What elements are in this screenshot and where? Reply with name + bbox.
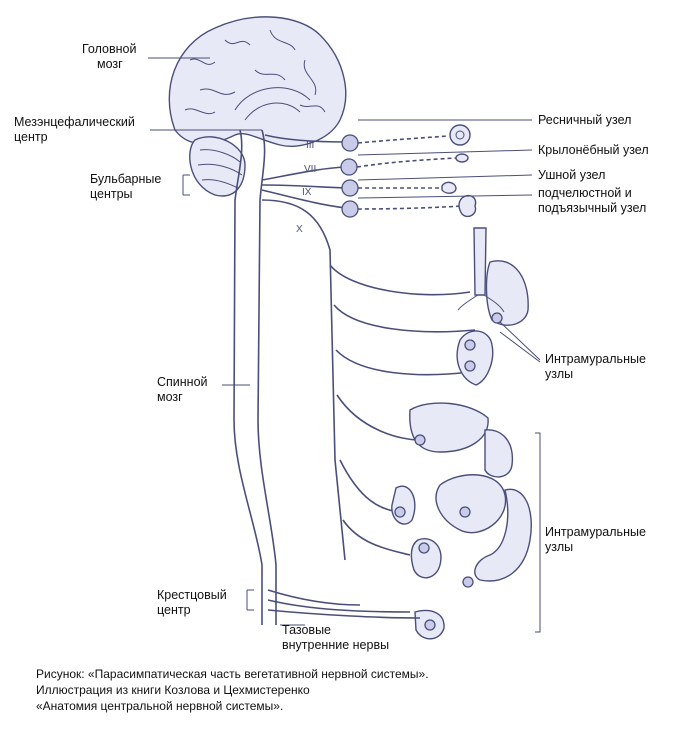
- eye-icon: [449, 124, 471, 146]
- lungs: [457, 227, 529, 326]
- nerve-label-VII: VII: [304, 164, 316, 175]
- label-intramural-2: Интрамуральные узлы: [545, 525, 646, 554]
- parotid-gland-icon: [441, 181, 457, 194]
- nerve-III: III: [264, 134, 349, 151]
- label-ciliary: Ресничный узел: [538, 113, 632, 127]
- ciliary-ganglion: [341, 134, 359, 152]
- cranial-ganglia: [340, 134, 359, 218]
- postganglionic-fibres: [356, 135, 463, 210]
- cerebellum: [189, 136, 246, 197]
- head-targets: [441, 124, 477, 218]
- brain: [168, 16, 347, 147]
- bladder: [410, 538, 445, 640]
- label-pterygopalatine: Крылонёбный узел: [538, 143, 649, 157]
- label-pelvic-nerves: Тазовые внутренние нервы: [282, 623, 390, 652]
- liver-stomach: [409, 402, 514, 478]
- nerves-VII-IX: VII IX: [261, 164, 347, 209]
- nerve-label-III: III: [306, 140, 314, 151]
- intestines: [435, 474, 532, 588]
- spinal-cord: [233, 129, 277, 625]
- pterygopalatine-ganglion: [340, 158, 358, 176]
- label-spinal-cord: Спинной мозг: [157, 375, 208, 404]
- label-mesencephalic: Мезэнцефалический центр: [14, 115, 135, 144]
- pelvic-nerves: [267, 589, 421, 619]
- nerve-label-X: X: [296, 224, 303, 235]
- leader-lines: [148, 57, 541, 633]
- label-sacral: Крестцовый центр: [157, 588, 227, 617]
- submandibular-ganglion: [341, 200, 359, 218]
- label-intramural-1: Интрамуральные узлы: [545, 352, 646, 381]
- lacrimal-gland-icon: [455, 153, 469, 163]
- salivary-gland-icon: [458, 194, 477, 218]
- heart: [456, 330, 494, 386]
- label-submandibular: подчелюстной и подъязычный узел: [538, 186, 647, 215]
- parasympathetic-diagram: .ln { stroke:#4a4f7a; fill:none; stroke-…: [148, 16, 541, 640]
- kidney: [391, 485, 416, 525]
- otic-ganglion: [341, 179, 359, 197]
- figure-caption: Рисунок: «Парасимпатическая часть вегета…: [36, 667, 429, 713]
- label-brain: Головной мозг: [82, 42, 137, 71]
- label-otic: Ушной узел: [538, 168, 606, 182]
- nerve-X: X: [261, 199, 476, 561]
- label-bulbar: Бульбарные центры: [90, 172, 162, 201]
- nerve-label-IX: IX: [302, 187, 312, 198]
